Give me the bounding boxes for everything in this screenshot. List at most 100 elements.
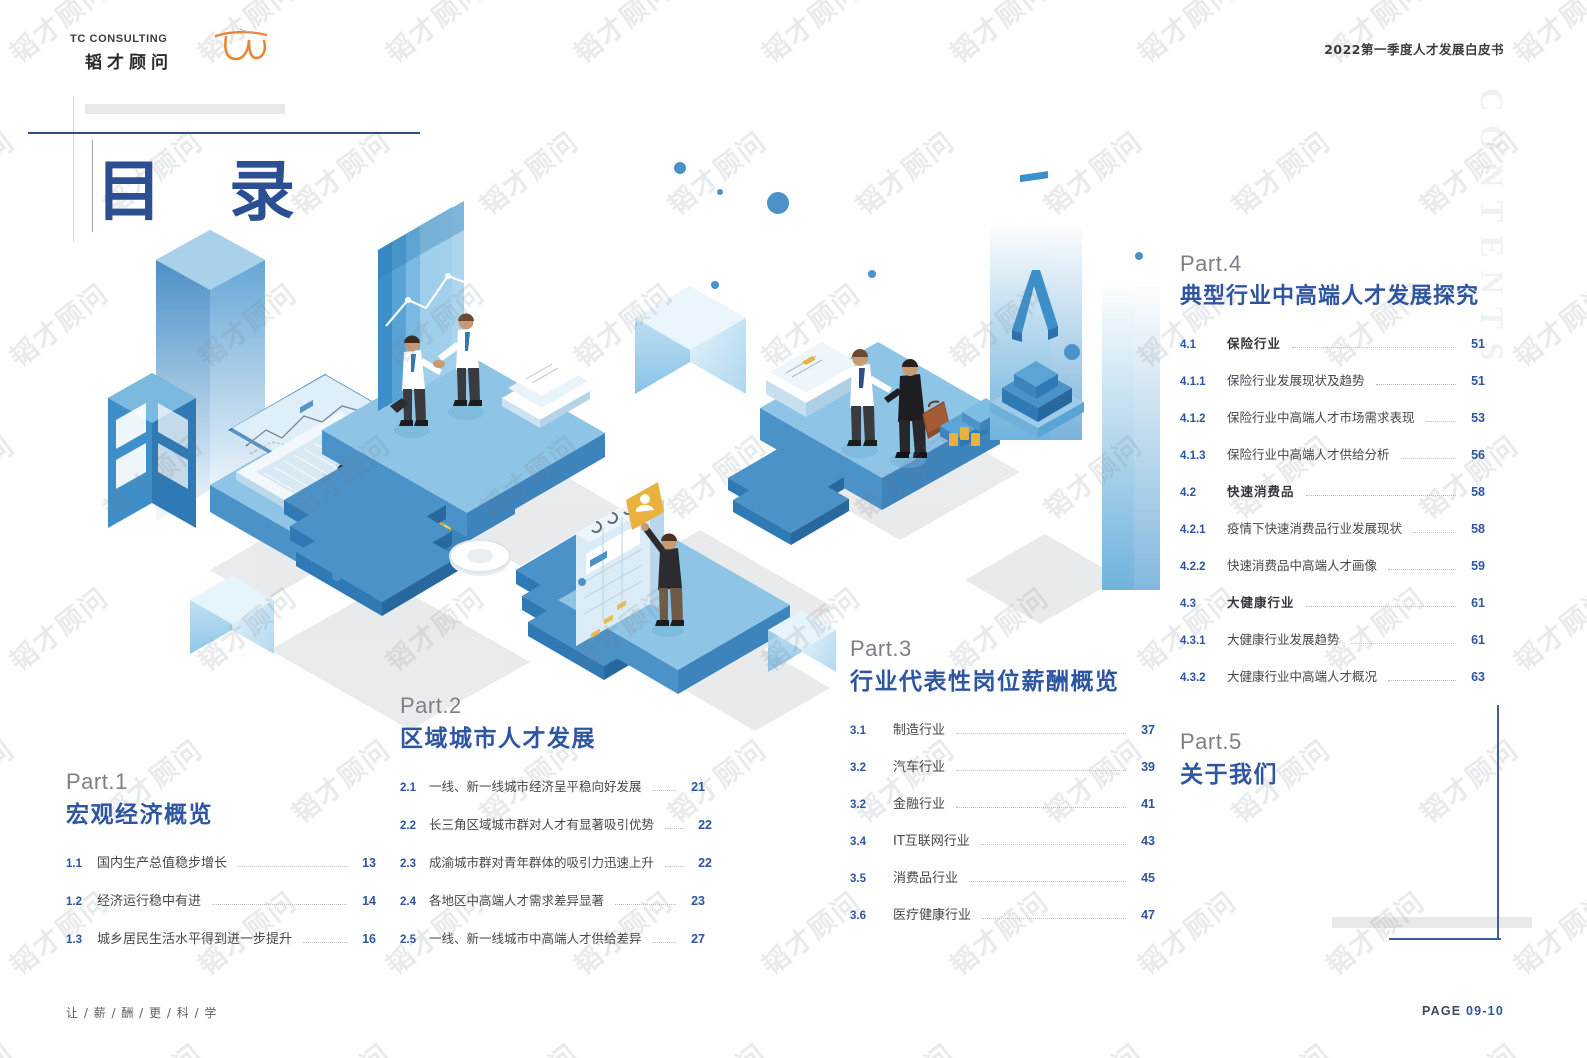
- toc-item[interactable]: 2.3 成渝城市群对青年群体的吸引力迅速上升 22: [400, 852, 712, 890]
- toc-item[interactable]: 4.3 大健康行业 61: [1180, 592, 1485, 629]
- letter-a-block: [1012, 171, 1058, 342]
- tc-swoosh-logo-icon: [214, 28, 268, 61]
- brand-logo-en: TC CONSULTING: [70, 33, 168, 45]
- toc-item[interactable]: 3.5 消费品行业 45: [850, 867, 1155, 904]
- toc-item[interactable]: 1.3 城乡居民生活水平得到进一步提升 16: [66, 928, 376, 966]
- toc-item-label: 长三角区域城市群对人才有显著吸引优势: [429, 817, 655, 833]
- part-3-toc-list: 3.1 制造行业 37 3.2 汽车行业 39 3.2 金融行业 41 3.4 …: [850, 719, 1155, 941]
- slab-stack-right: [728, 444, 849, 545]
- toc-item[interactable]: 3.2 金融行业 41: [850, 793, 1155, 830]
- glass-cube-small-left: [190, 576, 274, 654]
- decor-vertical-line-inner: [92, 140, 94, 232]
- stepped-pyramid-icon: [990, 361, 1084, 438]
- toc-item-label: 大健康行业: [1227, 595, 1295, 611]
- toc-item[interactable]: 4.1.2 保险行业中高端人才市场需求表现 53: [1180, 407, 1485, 444]
- toc-item[interactable]: 1.1 国内生产总值稳步增长 13: [66, 852, 376, 890]
- toc-item-label: 汽车行业: [893, 760, 946, 776]
- toc-item-number: 3.1: [850, 725, 866, 738]
- toc-item[interactable]: 4.3.1 大健康行业发展趋势 61: [1180, 629, 1485, 666]
- toc-item-number: 1.3: [66, 934, 82, 947]
- toc-item-page: 51: [1471, 337, 1485, 352]
- part-5-title: 关于我们: [1180, 761, 1278, 788]
- toc-leader-dots: [982, 918, 1126, 920]
- toc-leader-dots: [652, 942, 676, 944]
- toc-leader-dots: [956, 733, 1126, 735]
- tower-letter-a: [990, 171, 1084, 440]
- toc-leader-dots: [1292, 347, 1456, 349]
- toc-item-label: 成渝城市群对青年群体的吸引力迅速上升: [429, 855, 655, 871]
- contents-side-label: CONTENTS: [1473, 88, 1509, 374]
- decor-vertical-line-right: [1497, 705, 1499, 940]
- toc-item-page: 58: [1471, 522, 1485, 537]
- toc-item-label: 保险行业中高端人才供给分析: [1227, 447, 1390, 463]
- toc-item-label: 金融行业: [893, 797, 946, 813]
- watermark-text: 韬才顾问: [1410, 1032, 1525, 1058]
- toc-leader-dots: [212, 904, 347, 906]
- toc-item-label: 保险行业: [1227, 336, 1282, 352]
- toc-item-page: 56: [1471, 448, 1485, 463]
- part-2-kicker: Part.2: [400, 693, 462, 718]
- watermark-text: 韬才顾问: [0, 125, 22, 222]
- toc-item[interactable]: 2.5 一线、新一线城市中高端人才供给差异 27: [400, 928, 705, 966]
- toc-item-page: 13: [362, 856, 376, 871]
- watermark-text: 韬才顾问: [1222, 1032, 1337, 1058]
- toc-leader-dots: [665, 866, 684, 868]
- toc-item-number: 2.5: [400, 934, 416, 947]
- toc-item[interactable]: 2.4 各地区中高端人才需求差异显著 23: [400, 890, 705, 928]
- toc-item[interactable]: 3.2 汽车行业 39: [850, 756, 1155, 793]
- toc-item[interactable]: 4.2.2 快速消费品中高端人才画像 59: [1180, 555, 1485, 592]
- toc-item[interactable]: 4.1.1 保险行业发展现状及趋势 51: [1180, 370, 1485, 407]
- glass-cube-small-center: [768, 610, 836, 672]
- part-3-section: Part.3 行业代表性岗位薪酬概览 3.1 制造行业 37 3.2 汽车行业 …: [850, 635, 1155, 941]
- toc-item[interactable]: 4.2.1 疫情下快速消费品行业发展现状 58: [1180, 518, 1485, 555]
- toc-item-label: 快速消费品: [1227, 484, 1295, 500]
- toc-item-label: 国内生产总值稳步增长: [97, 856, 228, 872]
- toc-item-label: 疫情下快速消费品行业发展现状: [1227, 521, 1403, 537]
- part-4-toc-list: 4.1 保险行业 51 4.1.1 保险行业发展现状及趋势 51 4.1.2 保…: [1180, 333, 1485, 703]
- part-3-title: 行业代表性岗位薪酬概览: [850, 668, 1120, 695]
- decor-gray-bar-bottom: [1332, 917, 1532, 928]
- watermark-text: 韬才顾问: [1508, 581, 1587, 678]
- toc-leader-dots: [1413, 532, 1456, 534]
- person-businessman-white: [842, 349, 892, 458]
- part-1-title: 宏观经济概览: [66, 801, 213, 828]
- isometric-illustration: [60, 130, 1180, 750]
- toc-item-page: 59: [1471, 559, 1485, 574]
- watermark-text: 韬才顾问: [1034, 1032, 1149, 1058]
- toc-item-number: 3.4: [850, 836, 866, 849]
- toc-item-label: 快速消费品中高端人才画像: [1227, 558, 1378, 574]
- slab-stack-left: [284, 456, 458, 616]
- toc-item[interactable]: 1.2 经济运行稳中有进 14: [66, 890, 376, 928]
- toc-item-number: 4.3.2: [1180, 672, 1206, 685]
- toc-item[interactable]: 4.2 快速消费品 58: [1180, 481, 1485, 518]
- toc-item-number: 2.4: [400, 896, 416, 909]
- watermark-text: 韬才顾问: [0, 429, 22, 526]
- toc-item-number: 4.1.3: [1180, 450, 1206, 463]
- toc-item[interactable]: 2.2 长三角区域城市群对人才有显著吸引优势 22: [400, 814, 712, 852]
- toc-item[interactable]: 3.1 制造行业 37: [850, 719, 1155, 756]
- toc-item-page: 47: [1141, 908, 1155, 923]
- toc-item-page: 22: [698, 818, 713, 833]
- toc-leader-dots: [1425, 421, 1456, 423]
- toc-item[interactable]: 3.4 IT互联网行业 43: [850, 830, 1155, 867]
- toc-item-number: 4.3: [1180, 598, 1196, 611]
- part-2-section: Part.2 区域城市人才发展 2.1 一线、新一线城市经济呈平稳向好发展 21…: [400, 692, 712, 966]
- toc-item[interactable]: 4.1 保险行业 51: [1180, 333, 1485, 370]
- watermark-text: 韬才顾问: [1320, 0, 1432, 70]
- toc-leader-dots: [238, 866, 347, 868]
- part-1-section: Part.1 宏观经济概览 1.1 国内生产总值稳步增长 13 1.2 经济运行…: [66, 768, 376, 966]
- toc-item[interactable]: 4.3.2 大健康行业中高端人才概况 63: [1180, 666, 1485, 703]
- tower-right-tall: [1102, 280, 1160, 590]
- document-title: 2022第一季度人才发展白皮书: [1324, 42, 1504, 57]
- toc-item[interactable]: 3.6 医疗健康行业 47: [850, 904, 1155, 941]
- part-1-kicker: Part.1: [66, 769, 128, 794]
- toc-leader-dots: [956, 807, 1126, 809]
- toc-item[interactable]: 4.1.3 保险行业中高端人才供给分析 56: [1180, 444, 1485, 481]
- toc-item-page: 51: [1471, 374, 1485, 389]
- toc-item-label: 制造行业: [893, 723, 946, 739]
- part-3-kicker: Part.3: [850, 636, 912, 661]
- toc-leader-dots: [980, 844, 1126, 846]
- brand-logo[interactable]: TC CONSULTING 韬才顾问: [70, 28, 268, 73]
- part-1-toc-list: 1.1 国内生产总值稳步增长 13 1.2 经济运行稳中有进 14 1.3 城乡…: [66, 852, 376, 966]
- toc-item[interactable]: 2.1 一线、新一线城市经济呈平稳向好发展 21: [400, 776, 705, 814]
